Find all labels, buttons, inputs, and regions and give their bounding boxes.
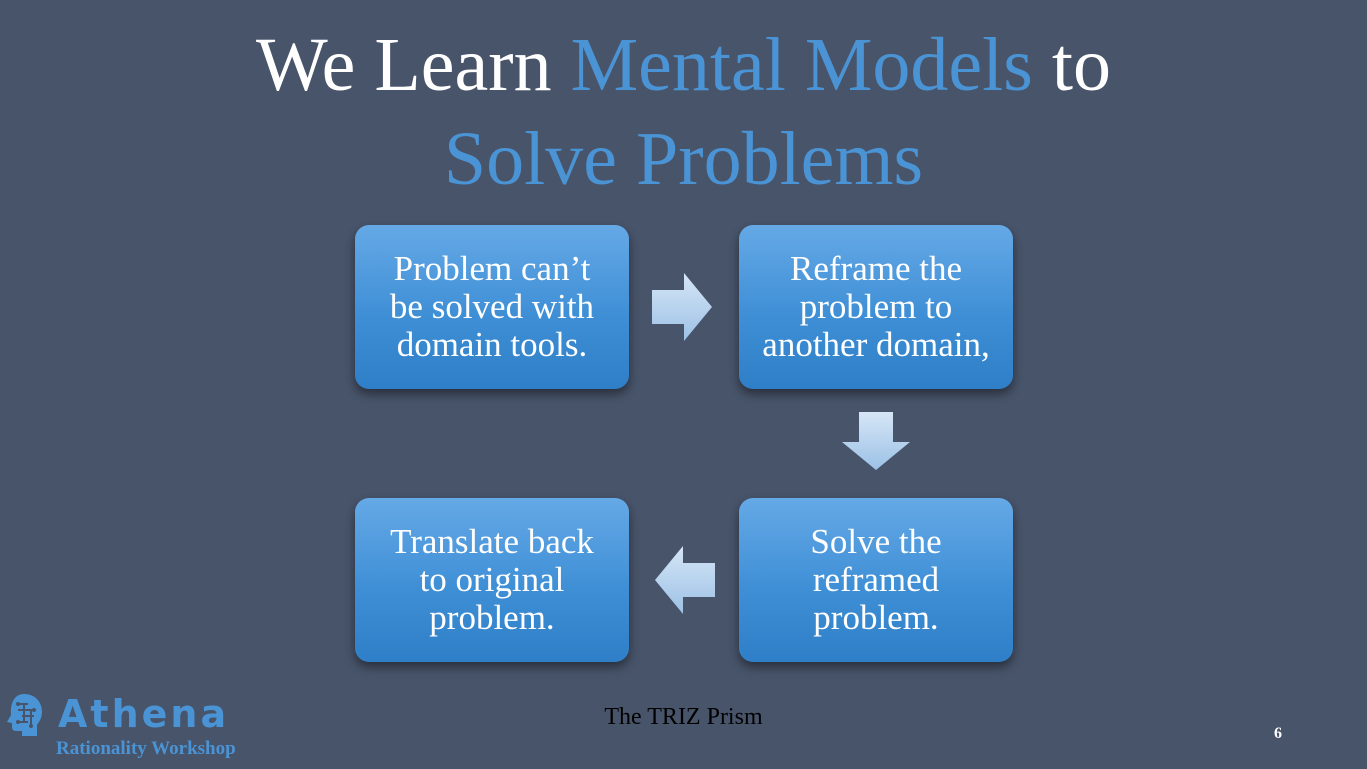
logo-subtitle: Rationality Workshop — [56, 738, 236, 759]
arrow-left-icon — [655, 546, 715, 614]
step-text-line: Translate back — [390, 522, 594, 561]
step-text-line: Problem can’t — [393, 249, 591, 288]
head-brain-icon — [4, 692, 44, 745]
title-text-white: to — [1032, 23, 1111, 107]
page-number: 6 — [1274, 725, 1282, 742]
step-text-line: problem to — [799, 287, 953, 326]
step-text-line: domain tools. — [396, 325, 588, 364]
footer-caption: The TRIZ Prism — [604, 704, 763, 730]
title-text-white: We Learn — [256, 23, 571, 107]
step-box-1: Problem can’t be solved with domain tool… — [355, 225, 629, 389]
title-line-1: We Learn Mental Models to — [0, 18, 1367, 112]
step-box-2: Reframe the problem to another domain, — [739, 225, 1013, 389]
step-box-4: Translate back to original problem. — [355, 498, 629, 662]
arrow-down-icon — [842, 412, 910, 470]
step-text-line: another domain, — [762, 325, 990, 364]
step-text-line: reframed — [812, 560, 940, 599]
step-text-line: problem. — [429, 598, 555, 637]
step-text-line: to original — [419, 560, 565, 599]
slide-title: We Learn Mental Models to Solve Problems — [0, 18, 1367, 206]
athena-logo: Athena Rationality Workshop — [4, 690, 264, 765]
step-text-line: problem. — [813, 598, 939, 637]
step-box-3: Solve the reframed problem. — [739, 498, 1013, 662]
step-text-line: Solve the — [810, 522, 942, 561]
title-line-2: Solve Problems — [443, 117, 924, 201]
title-text-accent: Mental Models — [570, 23, 1033, 107]
arrow-right-icon — [652, 273, 712, 341]
logo-name: Athena — [58, 692, 230, 736]
step-text-line: Reframe the — [790, 249, 962, 288]
step-text-line: be solved with — [389, 287, 595, 326]
